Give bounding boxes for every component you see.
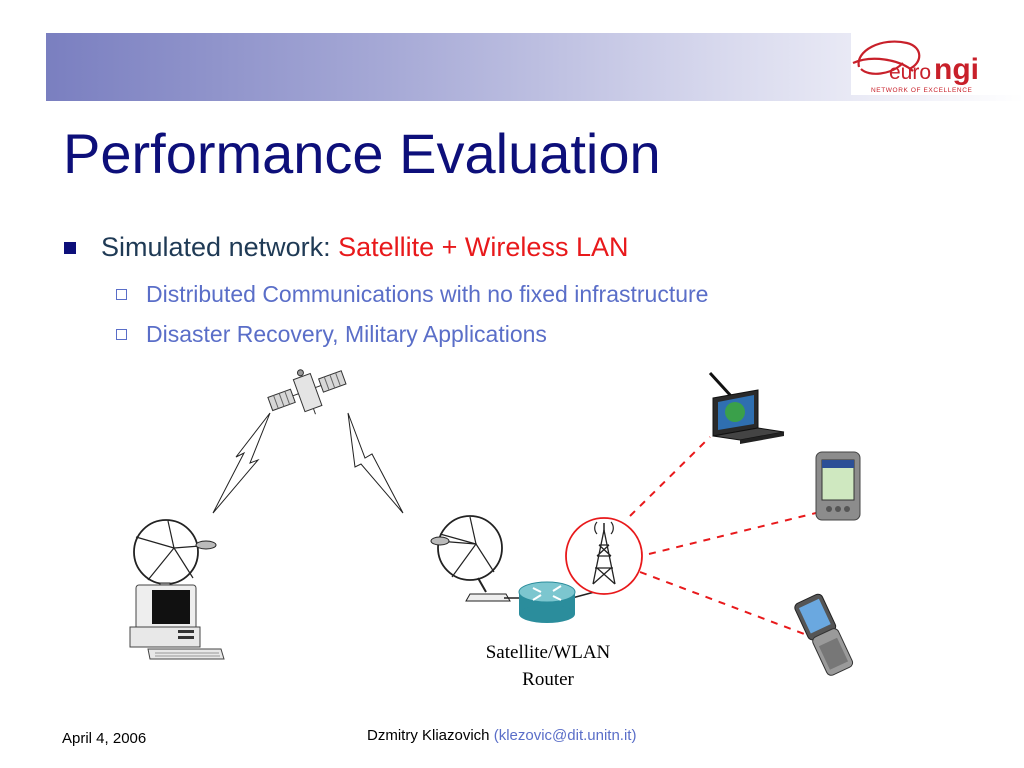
svg-text:NETWORK OF EXCELLENCE: NETWORK OF EXCELLENCE bbox=[871, 87, 973, 94]
mobile-phone-icon bbox=[794, 593, 854, 676]
sub-bullet-text: Distributed Communications with no fixed… bbox=[146, 281, 709, 307]
desktop-computer-icon bbox=[129, 584, 225, 660]
euro-ngi-logo: euro ngi NETWORK OF EXCELLENCE bbox=[851, 33, 1024, 95]
wireless-tower-icon bbox=[565, 517, 643, 595]
author-email: (klezovic@dit.unitn.it) bbox=[493, 727, 637, 744]
satellite-icon bbox=[267, 369, 347, 415]
svg-text:ngi: ngi bbox=[934, 53, 979, 86]
footer-date: April 4, 2006 bbox=[62, 730, 147, 747]
bullet-prefix: Simulated network: bbox=[101, 232, 339, 262]
author-name: Dzmitry Kliazovich bbox=[367, 727, 490, 744]
router-label-line1: Satellite/WLAN bbox=[485, 642, 611, 663]
bullet-highlight: Satellite + Wireless LAN bbox=[338, 232, 629, 262]
footer-author: Dzmitry Kliazovich (klezovic@dit.unitn.i… bbox=[367, 727, 636, 744]
lightning-link-left-icon bbox=[212, 412, 271, 514]
slide-title: Performance Evaluation bbox=[63, 122, 661, 185]
square-bullet-icon bbox=[64, 242, 76, 254]
router-label: Satellite/WLAN Router bbox=[470, 639, 626, 693]
hollow-square-bullet-icon bbox=[116, 329, 127, 340]
laptop-icon bbox=[708, 371, 785, 444]
router-icon bbox=[518, 581, 576, 623]
sub-bullet-text: Disaster Recovery, Military Applications bbox=[146, 321, 547, 347]
router-label-line2: Router bbox=[522, 669, 574, 690]
svg-text:euro: euro bbox=[889, 61, 931, 84]
pda-icon bbox=[815, 451, 861, 521]
hollow-square-bullet-icon bbox=[116, 289, 127, 300]
satellite-dish-left-icon bbox=[133, 519, 217, 594]
wireless-links bbox=[629, 436, 817, 636]
network-diagram bbox=[129, 369, 861, 676]
satellite-dish-right-icon bbox=[430, 515, 511, 602]
lightning-link-right-icon bbox=[347, 412, 404, 514]
